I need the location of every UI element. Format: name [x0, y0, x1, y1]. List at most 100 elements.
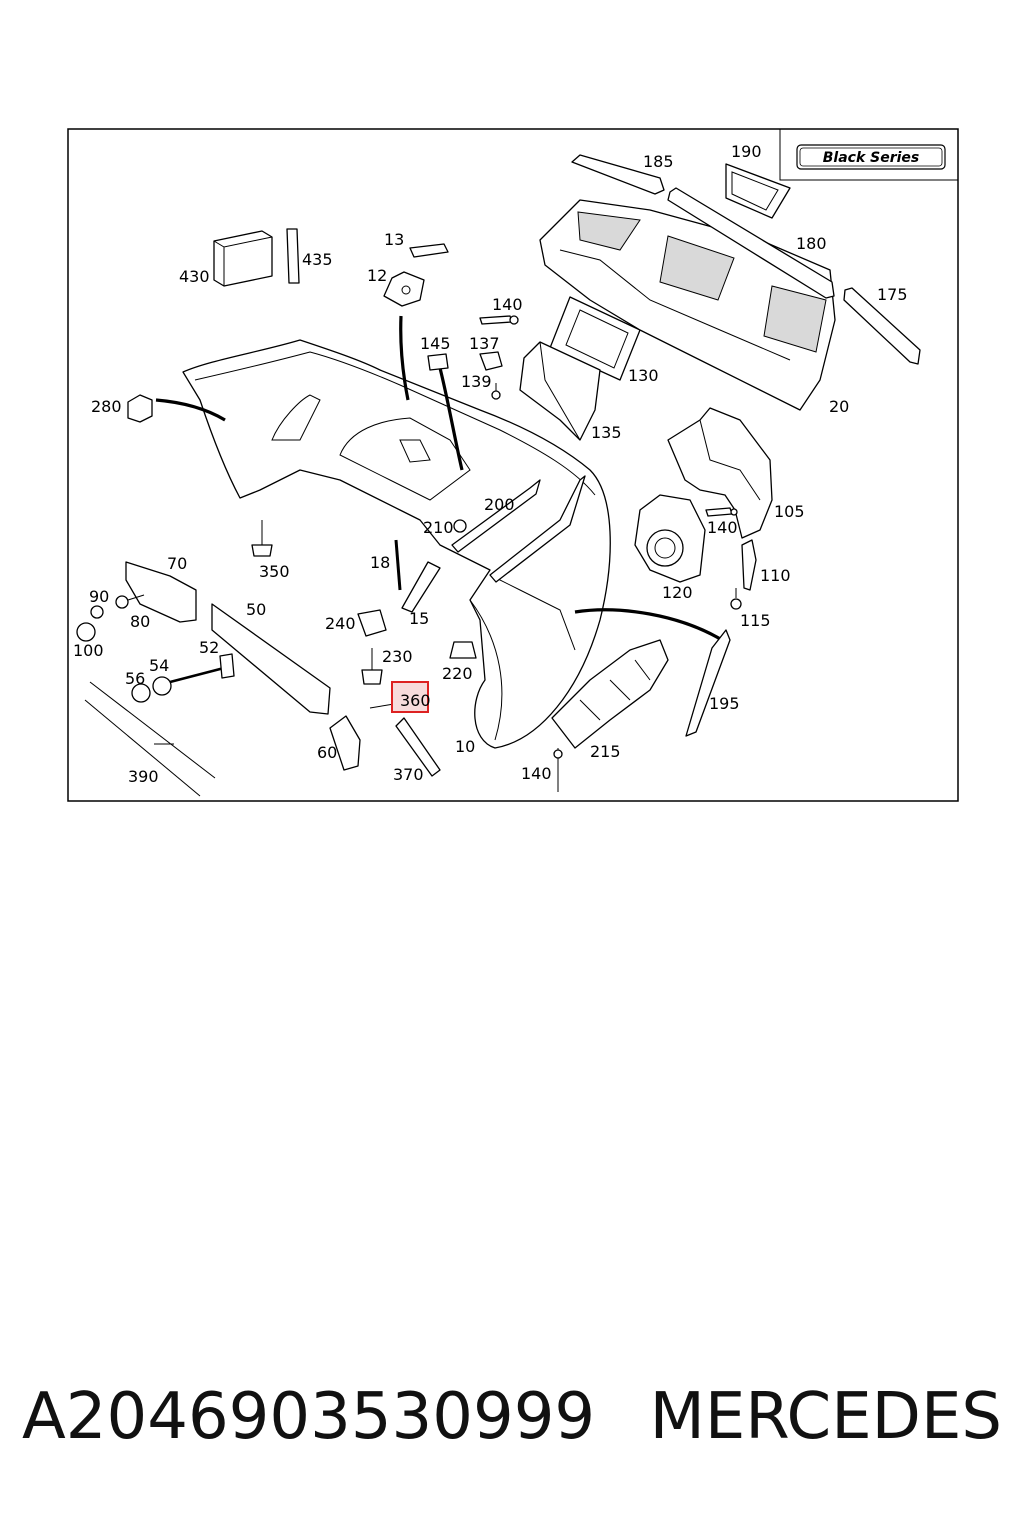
- part-18-pin: [394, 539, 402, 591]
- part-435-bracket: [286, 228, 300, 284]
- callout-80: 80: [130, 612, 150, 631]
- part-137-bracket: [479, 351, 503, 371]
- part-430-module: [213, 230, 273, 287]
- part-140-rivet-right: [705, 507, 738, 517]
- callout-175: 175: [877, 285, 908, 304]
- callout-145: 145: [420, 334, 451, 353]
- callout-50: 50: [246, 600, 266, 619]
- callout-60: 60: [317, 743, 337, 762]
- callout-370: 370: [393, 765, 424, 784]
- part-number: A2046903530999: [22, 1380, 596, 1454]
- part-140-rivet-top: [479, 315, 519, 325]
- part-12-bracket: [383, 271, 425, 307]
- callout-54: 54: [149, 656, 169, 675]
- part-115-bolt: [730, 588, 742, 610]
- part-240-clip: [357, 609, 387, 637]
- part-13-clip: [409, 243, 449, 258]
- callout-210: 210: [423, 518, 454, 537]
- part-50-bracket: [211, 603, 331, 715]
- part-54-washer: [152, 676, 172, 696]
- callout-70: 70: [167, 554, 187, 573]
- callout-140-bottom: 140: [521, 764, 552, 783]
- part-200-strip: [451, 479, 541, 553]
- part-390-cable: [84, 681, 216, 797]
- part-52-bolt: [169, 653, 235, 684]
- callout-56: 56: [125, 669, 145, 688]
- callout-200: 200: [484, 495, 515, 514]
- callout-12: 12: [367, 266, 387, 285]
- part-105-housing: [667, 407, 773, 539]
- part-145-clip: [427, 353, 449, 371]
- arrow-195: [574, 608, 723, 642]
- part-215-carrier: [551, 639, 669, 749]
- part-135-duct: [519, 341, 601, 441]
- callout-350: 350: [259, 562, 290, 581]
- callout-110: 110: [760, 566, 791, 585]
- part-130-frame: [549, 296, 641, 381]
- badge-label: Black Series: [823, 150, 920, 166]
- callout-18: 18: [370, 553, 390, 572]
- parts-diagram: Black Series: [67, 128, 959, 802]
- part-190-frame: [725, 163, 791, 219]
- part-15-bracket: [401, 561, 441, 613]
- callout-220: 220: [442, 664, 473, 683]
- callout-195: 195: [709, 694, 740, 713]
- part-180-trim: [667, 187, 835, 299]
- callout-137: 137: [469, 334, 500, 353]
- arrow-145: [438, 367, 464, 471]
- part-350-screw: [251, 520, 273, 557]
- black-series-badge: Black Series: [779, 129, 958, 181]
- part-220-plug: [449, 641, 477, 659]
- part-210-strip: [489, 475, 586, 583]
- callout-115: 115: [740, 611, 771, 630]
- part-80-bolt: [115, 594, 145, 609]
- callout-430: 430: [179, 267, 210, 286]
- callout-15: 15: [409, 609, 429, 628]
- callout-390: 390: [128, 767, 159, 786]
- callout-360: 360: [400, 691, 431, 710]
- callout-215: 215: [590, 742, 621, 761]
- callout-90: 90: [89, 587, 109, 606]
- callout-139: 139: [461, 372, 492, 391]
- arrow-12: [399, 315, 410, 401]
- part-230-screw: [361, 648, 383, 685]
- callout-435: 435: [302, 250, 333, 269]
- brand-name: MERCEDES: [649, 1380, 1002, 1454]
- callout-180: 180: [796, 234, 827, 253]
- part-120-housing: [634, 494, 706, 583]
- part-70-bracket: [125, 561, 197, 623]
- callout-13: 13: [384, 230, 404, 249]
- callout-230: 230: [382, 647, 413, 666]
- part-60-bracket: [329, 715, 361, 771]
- callout-100: 100: [73, 641, 104, 660]
- part-280-clip: [127, 394, 153, 423]
- callout-140-right: 140: [707, 518, 738, 537]
- callout-52: 52: [199, 638, 219, 657]
- part-140-rivet-bottom: [553, 748, 563, 792]
- arrow-280: [155, 398, 226, 422]
- part-10-bumper-cover: [182, 339, 611, 749]
- callout-105: 105: [774, 502, 805, 521]
- part-175-trim: [843, 287, 921, 365]
- callout-20: 20: [829, 397, 849, 416]
- callout-140-top: 140: [492, 295, 523, 314]
- callout-240: 240: [325, 614, 356, 633]
- part-210-grommet: [453, 519, 467, 533]
- callout-280: 280: [91, 397, 122, 416]
- callout-135: 135: [591, 423, 622, 442]
- footer: A2046903530999 MERCEDES: [0, 1380, 1024, 1480]
- part-185-trim: [571, 154, 665, 195]
- part-195-strip: [685, 629, 731, 737]
- part-139-screw: [491, 383, 501, 400]
- part-100-nut: [76, 622, 96, 642]
- callout-185: 185: [643, 152, 674, 171]
- part-90-nut: [90, 605, 104, 619]
- part-56-nut: [131, 683, 151, 703]
- callout-190: 190: [731, 142, 762, 161]
- callout-120: 120: [662, 583, 693, 602]
- callout-360-highlight: [391, 681, 429, 713]
- part-110-sensor: [741, 539, 757, 591]
- part-370-strip: [395, 717, 441, 777]
- callout-10: 10: [455, 737, 475, 756]
- callout-130: 130: [628, 366, 659, 385]
